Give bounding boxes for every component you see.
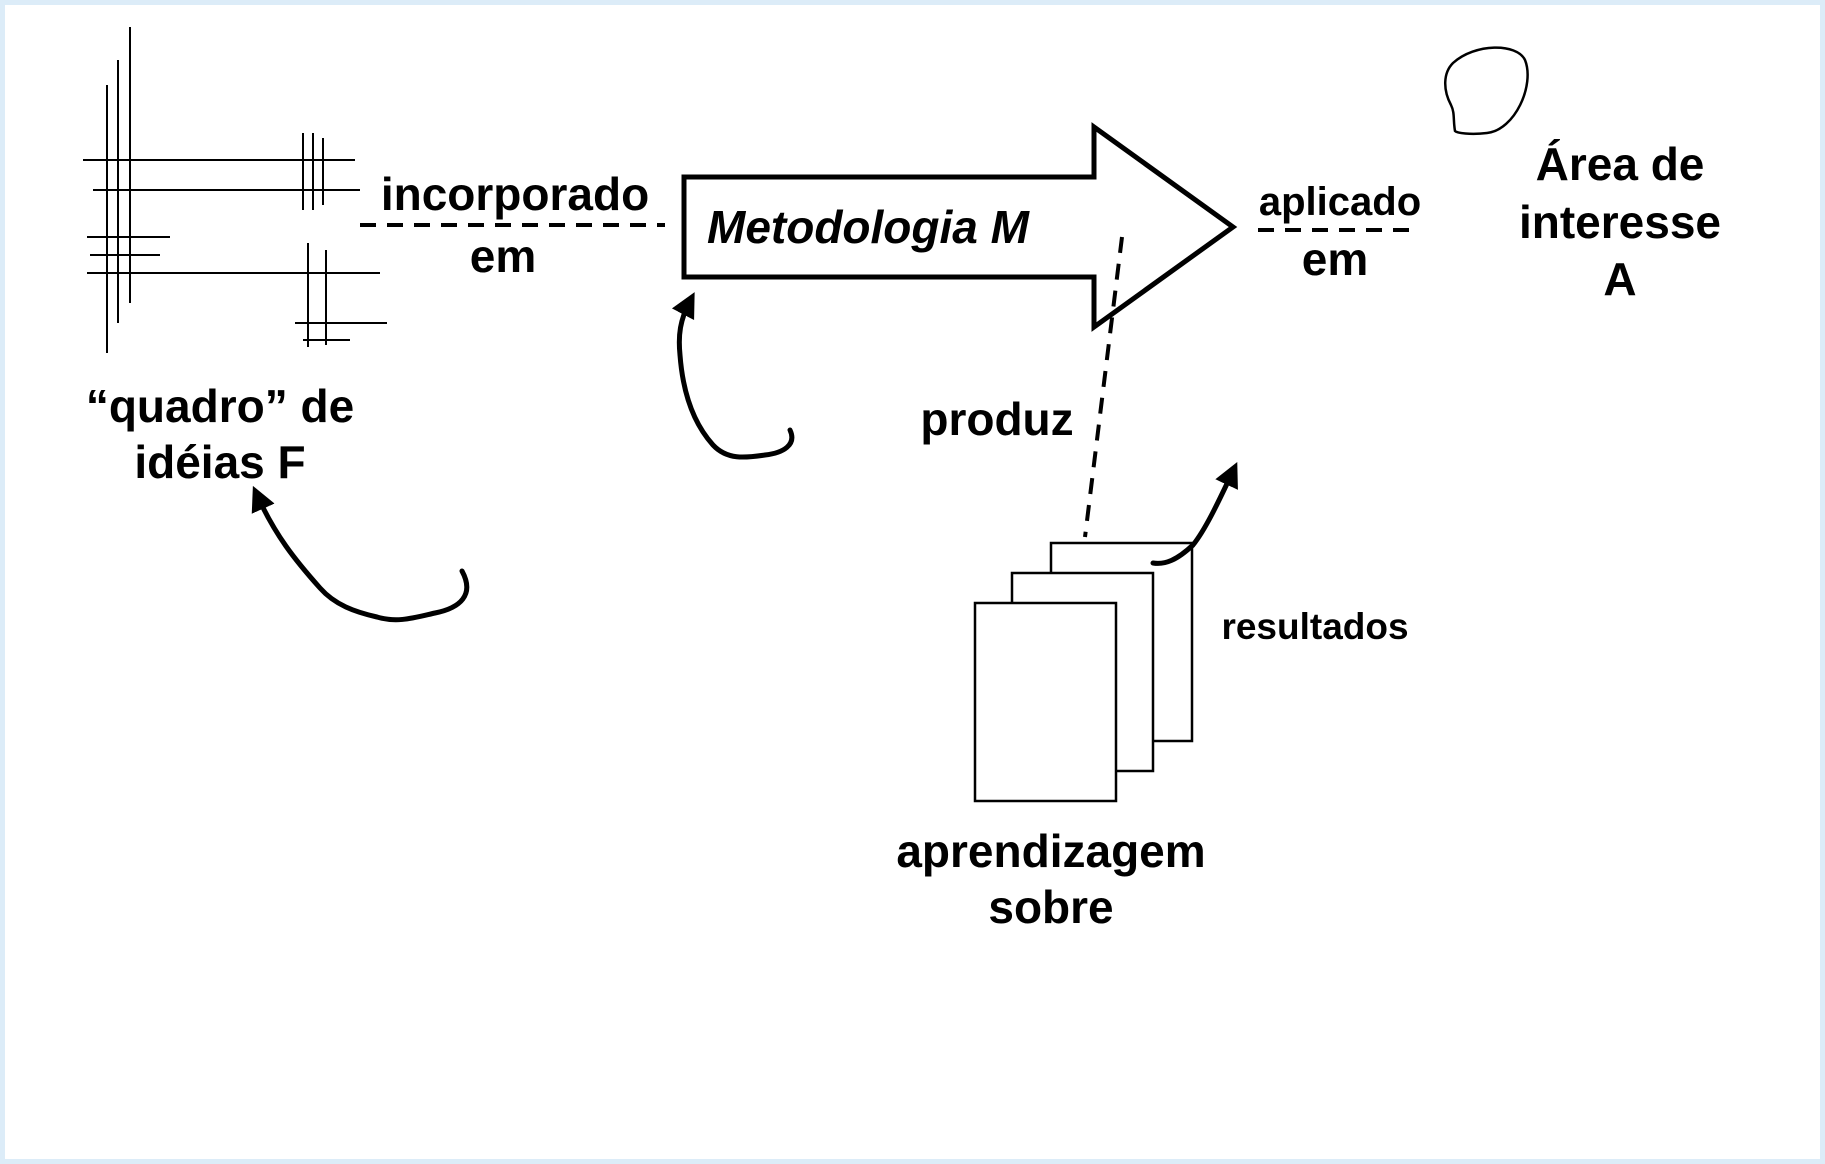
incorporado-label: incorporado — [381, 168, 649, 220]
aprendizagem-label-line1: aprendizagem — [896, 825, 1205, 877]
quadro-label-line2: idéias F — [134, 436, 305, 488]
produz-label: produz — [920, 393, 1073, 445]
results-pages-icon — [973, 541, 1194, 803]
feedback-arrow-quadro-icon — [251, 485, 470, 623]
area-label-line1: Área de — [1536, 138, 1705, 190]
feedback-arrow-results-icon — [1150, 461, 1238, 566]
resultados-label: resultados — [1221, 606, 1408, 647]
framework-lines-icon — [83, 27, 387, 353]
metodologia-label: Metodologia M — [707, 201, 1031, 253]
diagram-svg: incorporado em Metodologia M aplicado em… — [83, 27, 1721, 933]
em-left-label: em — [470, 230, 536, 282]
aprendizagem-label-line2: sobre — [988, 881, 1113, 933]
quadro-label-line1: “quadro” de — [86, 380, 354, 432]
area-blob-icon — [1444, 46, 1529, 136]
area-label-line3: A — [1603, 253, 1636, 305]
area-label-line2: interesse — [1519, 196, 1721, 248]
aplicado-label: aplicado — [1259, 180, 1421, 224]
em-right-label: em — [1302, 233, 1368, 285]
methodology-arrow-icon — [681, 122, 1238, 332]
produz-dashed-line — [1083, 236, 1124, 538]
feedback-arrow-methodology-icon — [671, 292, 795, 460]
